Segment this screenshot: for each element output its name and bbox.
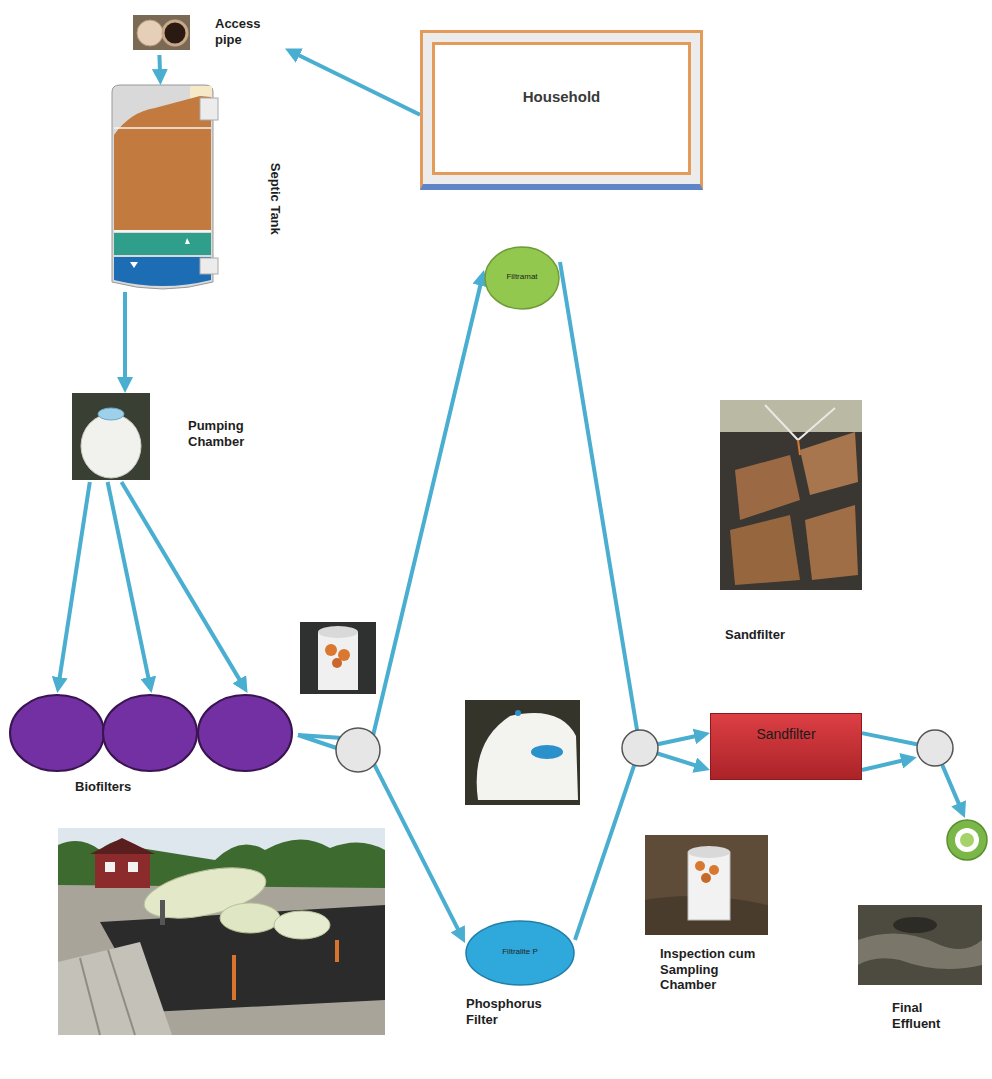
part-label: Phosphorus Filter (466, 996, 558, 1027)
biofilter-ellipse (10, 695, 104, 771)
flow-arrow (108, 482, 150, 685)
filter-ellipse: Filtramat (484, 246, 560, 310)
flow-arrow (121, 482, 243, 686)
final-effluent-photo (858, 905, 982, 985)
photo-node: Access pipe (128, 12, 285, 55)
junction-circle (917, 730, 953, 766)
pumping-chamber: Pumping Chamber (70, 393, 268, 482)
node-text: Filtramat (488, 272, 556, 282)
flow-arrow (575, 748, 702, 940)
outlet-ring (960, 833, 974, 847)
node-outline (858, 818, 990, 1072)
filter-ellipse (485, 247, 559, 309)
flow-arrow (298, 735, 461, 936)
node-text: Septic Tank (267, 144, 283, 254)
biofilter-group: Biofilters (8, 693, 298, 805)
node-outline (8, 693, 298, 805)
inspection-chamber-photo (645, 835, 768, 935)
flow-arrow (292, 52, 420, 115)
septic-tank-drawing (112, 85, 218, 289)
junction-circle (336, 728, 380, 772)
biofilter-site-photo (58, 828, 385, 1035)
node-text: Household (423, 88, 700, 106)
house-box: Household (420, 30, 703, 190)
filter-ellipse: Filtralite P (465, 920, 575, 986)
flow-arrow (123, 292, 127, 385)
flow-arrow (298, 278, 482, 740)
flow-arrow (862, 759, 909, 770)
flow-arrow (560, 262, 702, 748)
node-text: Biofilters (75, 779, 185, 795)
sampling-pipe-photo (300, 622, 376, 694)
node-text: Final Effluent (892, 1000, 962, 1031)
effluent-outlet: Final Effluent (858, 818, 990, 1072)
node-text: Sandfilter (711, 726, 861, 743)
flow-arrow (59, 482, 90, 685)
junction-circle (622, 730, 658, 766)
outlet-ring (947, 820, 987, 860)
sandfilter-box: Sandfilter (710, 713, 862, 780)
septic-tank: Septic Tank (105, 85, 290, 292)
flow-arrow (157, 55, 162, 77)
part-label: Inspection cum Sampling Chamber (660, 946, 772, 993)
biofilter-ellipse (103, 695, 197, 771)
filter-ellipse (466, 921, 574, 985)
phosphorus-filter-photo (465, 700, 580, 805)
pumping-chamber-photo (72, 393, 150, 480)
node-text: Access pipe (215, 16, 280, 47)
outlet-ring (955, 828, 979, 852)
part-label: Sandfilter (725, 627, 820, 643)
node-text: Pumping Chamber (188, 418, 268, 449)
sandfilter-photo (720, 400, 862, 590)
node-text: Filtralite P (469, 947, 571, 957)
access-pipe-photo (133, 15, 190, 50)
biofilter-ellipse (198, 695, 292, 771)
